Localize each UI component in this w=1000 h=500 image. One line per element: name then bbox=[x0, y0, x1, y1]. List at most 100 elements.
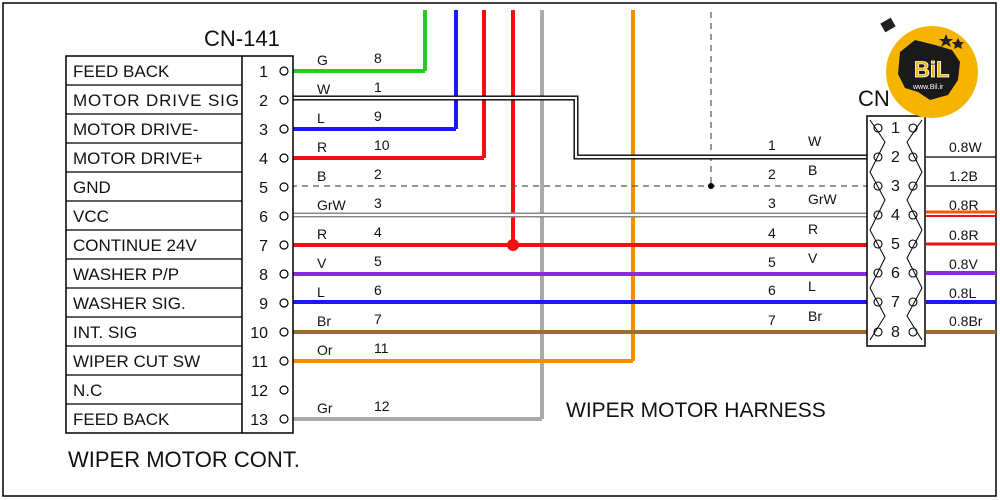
wire-gauge-label: 0.8R bbox=[949, 197, 979, 213]
wire-gauge-label: 0.8V bbox=[949, 256, 978, 272]
wire-number: 9 bbox=[374, 108, 382, 124]
logo-map-shape bbox=[898, 40, 960, 100]
wire-number: 1 bbox=[374, 79, 382, 95]
pin-number: 1 bbox=[259, 64, 268, 81]
wire-number: 3 bbox=[374, 195, 382, 211]
wire-number: 12 bbox=[374, 398, 390, 414]
harness-wire-number: 4 bbox=[768, 225, 776, 241]
right-pin-number: 2 bbox=[891, 149, 900, 166]
pin-terminal bbox=[279, 269, 289, 279]
wire-color-code: Br bbox=[317, 313, 331, 329]
pin-function-label: FEED BACK bbox=[73, 410, 170, 429]
right-pin-number: 8 bbox=[891, 324, 900, 341]
pin-function-label: MOTOR DRIVE+ bbox=[73, 149, 203, 168]
pin-function-label: CONTINUE 24V bbox=[73, 236, 197, 255]
pin-number: 4 bbox=[259, 151, 268, 168]
pin-function-label: MOTOR DRIVE- bbox=[73, 120, 198, 139]
logo-site: www.Bil.ir bbox=[912, 84, 944, 91]
connector-latch-left bbox=[869, 119, 886, 341]
pin-function-label: FEED BACK bbox=[73, 62, 170, 81]
wire-color-code: GrW bbox=[317, 197, 347, 213]
connector-latch-right bbox=[906, 119, 923, 341]
harness-wire-color: W bbox=[808, 133, 822, 149]
pin-function-label: WIPER CUT SW bbox=[73, 352, 200, 371]
harness-wire-number: 7 bbox=[768, 312, 776, 328]
pin-function-label: VCC bbox=[73, 207, 109, 226]
wire-w bbox=[291, 96, 870, 159]
harness-wire-color: B bbox=[808, 162, 817, 178]
wire-number: 11 bbox=[374, 340, 389, 356]
connector-title: CN-141 bbox=[204, 26, 280, 51]
wire-color-code: B bbox=[317, 168, 326, 184]
splice-dot-r bbox=[507, 239, 519, 251]
pin-number: 7 bbox=[259, 238, 268, 255]
pin-function-label: MOTOR DRIVE SIG bbox=[73, 91, 239, 110]
pin-terminal bbox=[279, 66, 289, 76]
wire-color-code: L bbox=[317, 110, 325, 126]
right-pin-number: 5 bbox=[891, 236, 900, 253]
harness-wire-number: 2 bbox=[768, 166, 776, 182]
harness-wire-color: L bbox=[808, 278, 816, 294]
wire-number: 2 bbox=[374, 166, 382, 182]
pin-terminal bbox=[279, 414, 289, 424]
right-pin-number: 6 bbox=[891, 265, 900, 282]
harness-wire-number: 3 bbox=[768, 195, 776, 211]
splice-dot-b bbox=[708, 183, 714, 189]
logo: BiL www.Bil.ir bbox=[880, 17, 978, 118]
pin-number: 2 bbox=[259, 93, 268, 110]
pin-number: 6 bbox=[259, 209, 268, 226]
harness-wire-number: 1 bbox=[768, 137, 776, 153]
pin-number: 8 bbox=[259, 267, 268, 284]
logo-flag-icon bbox=[880, 17, 896, 33]
wire-color-code: L bbox=[317, 284, 325, 300]
wire-number: 4 bbox=[374, 224, 382, 240]
right-pin-number: 7 bbox=[891, 294, 900, 311]
pin-terminal bbox=[279, 298, 289, 308]
pin-function-label: GND bbox=[73, 178, 111, 197]
harness-wire-color: R bbox=[808, 221, 818, 237]
wire-number: 6 bbox=[374, 282, 382, 298]
wire-gauge-label: 0.8L bbox=[949, 285, 976, 301]
wire-gauge-label: 1.2B bbox=[949, 168, 978, 184]
pin-terminal bbox=[279, 327, 289, 337]
wire-number: 5 bbox=[374, 253, 382, 269]
connector-caption: WIPER MOTOR CONT. bbox=[68, 447, 300, 472]
harness-wire-color: V bbox=[808, 250, 818, 266]
harness-label: WIPER MOTOR HARNESS bbox=[566, 399, 826, 422]
pin-function-label: INT. SIG bbox=[73, 323, 137, 342]
wire-color-code: V bbox=[317, 255, 327, 271]
wire-color-code: R bbox=[317, 226, 327, 242]
logo-text: BiL bbox=[914, 57, 949, 82]
wire-number: 8 bbox=[374, 50, 382, 66]
wire-gauge-label: 0.8Br bbox=[949, 313, 983, 329]
pin-number: 10 bbox=[250, 325, 268, 342]
pin-function-label: WASHER SIG. bbox=[73, 294, 186, 313]
wire-gauge-label: 0.8R bbox=[949, 227, 979, 243]
pin-function-label: WASHER P/P bbox=[73, 265, 179, 284]
pin-terminal bbox=[279, 211, 289, 221]
right-pin-terminal-right bbox=[908, 297, 918, 307]
wire-color-code: R bbox=[317, 139, 327, 155]
right-pin-terminal-right bbox=[908, 239, 918, 249]
pin-function-label: N.C bbox=[73, 381, 102, 400]
pin-number: 13 bbox=[250, 412, 268, 429]
pin-number: 9 bbox=[259, 296, 268, 313]
pin-number: 3 bbox=[259, 122, 268, 139]
harness-wire-color: GrW bbox=[808, 191, 838, 207]
wire-gauge-label: 0.8W bbox=[949, 139, 982, 155]
pin-terminal bbox=[279, 385, 289, 395]
wire-color-code: G bbox=[317, 52, 328, 68]
pin-number: 5 bbox=[259, 180, 268, 197]
pin-terminal bbox=[279, 182, 289, 192]
right-pin-terminal-right bbox=[908, 181, 918, 191]
harness-wire-color: Br bbox=[808, 308, 822, 324]
wire-color-code: W bbox=[317, 81, 331, 97]
wire-color-code: Gr bbox=[317, 400, 333, 416]
pin-terminal bbox=[279, 240, 289, 250]
right-pin-number: 4 bbox=[891, 207, 900, 224]
